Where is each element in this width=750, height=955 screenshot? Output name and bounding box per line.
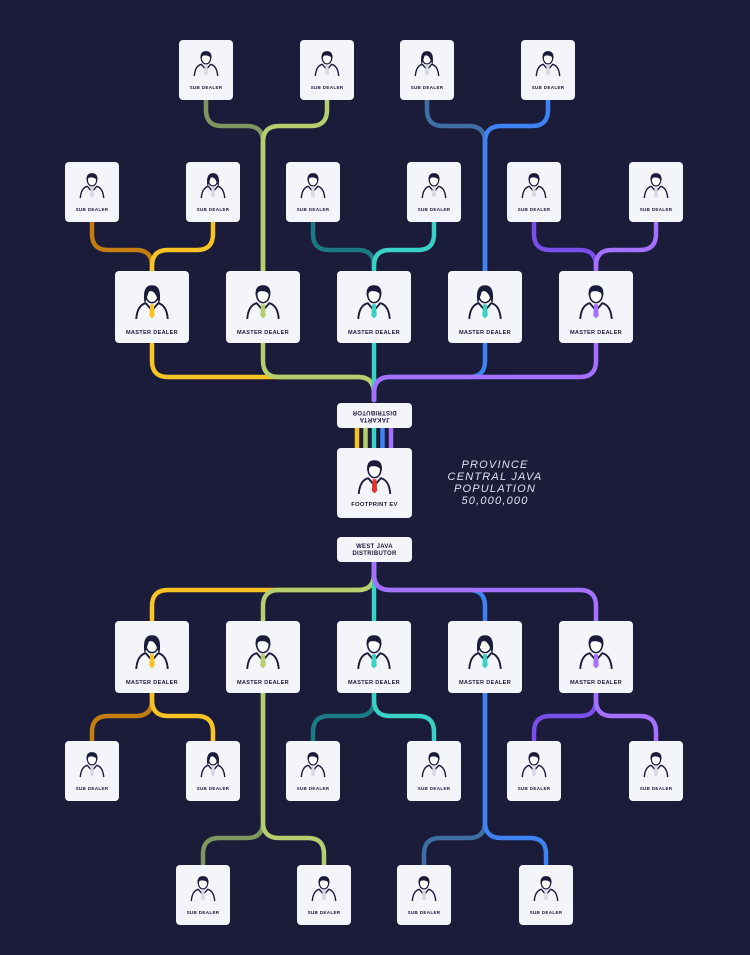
person-avatar-icon <box>535 51 561 77</box>
branch-line <box>149 690 216 744</box>
person-avatar-icon <box>193 51 219 77</box>
sub-dealer-label: SUB DEALER <box>418 207 451 212</box>
west-java-label-line1: WEST JAVA <box>356 544 393 550</box>
trunk-line <box>371 340 599 403</box>
person-avatar-icon <box>468 285 502 319</box>
west-java-label-line2: DISTRIBUTOR <box>352 551 397 557</box>
master-dealer-label: MASTER DEALER <box>237 330 289 336</box>
trunk-line <box>371 559 599 624</box>
branch-line <box>531 690 599 744</box>
master-dealer-label: MASTER DEALER <box>570 680 622 686</box>
sub-dealer-label: SUB DEALER <box>530 910 563 915</box>
master-dealer-label: MASTER DEALER <box>459 680 511 686</box>
province-label: PROVINCE <box>461 459 529 471</box>
person-avatar-icon <box>533 876 559 902</box>
master-dealer-label: MASTER DEALER <box>126 680 178 686</box>
branch-line <box>371 690 437 744</box>
branch-line <box>89 219 155 274</box>
connector-lines <box>89 97 659 868</box>
branch-line <box>89 690 155 744</box>
west-java-distributor-card <box>337 537 412 562</box>
population-value: 50,000,000 <box>461 495 529 507</box>
branch-line <box>260 97 330 274</box>
person-avatar-icon <box>300 752 326 778</box>
master-dealer-label: MASTER DEALER <box>348 330 400 336</box>
person-avatar-icon <box>357 635 391 669</box>
trunk-line <box>371 340 488 403</box>
branch-line <box>149 219 216 274</box>
sub-dealer-label: SUB DEALER <box>76 786 109 791</box>
branch-line <box>371 219 437 274</box>
branch-line <box>482 690 549 868</box>
person-avatar-icon <box>200 173 226 199</box>
branch-line <box>260 690 327 868</box>
sub-dealer-label: SUB DEALER <box>532 85 565 90</box>
sub-dealer-label: SUB DEALER <box>411 85 444 90</box>
person-avatar-icon <box>414 51 440 77</box>
person-avatar-icon <box>79 752 105 778</box>
person-avatar-icon <box>314 51 340 77</box>
sub-dealer-label: SUB DEALER <box>197 786 230 791</box>
master-dealer-label: MASTER DEALER <box>348 680 400 686</box>
branch-line <box>593 219 659 274</box>
sub-dealer-label: SUB DEALER <box>308 910 341 915</box>
sub-dealer-label: SUB DEALER <box>297 207 330 212</box>
master-dealer-label: MASTER DEALER <box>459 330 511 336</box>
node-cards: SUB DEALER SUB DEALER SUB DEALER SUB DEALER… <box>65 40 683 925</box>
person-avatar-icon <box>411 876 437 902</box>
master-dealer-label: MASTER DEALER <box>237 680 289 686</box>
jakarta-distributor-card <box>337 403 412 428</box>
sub-dealer-label: SUB DEALER <box>640 207 673 212</box>
master-dealer-label: MASTER DEALER <box>126 330 178 336</box>
person-avatar-icon <box>643 752 669 778</box>
jakarta-distributor-label: JAKARTADISTRIBUTOR <box>352 409 397 422</box>
branch-line <box>593 690 659 744</box>
person-avatar-icon <box>357 460 392 494</box>
sub-dealer-label: SUB DEALER <box>418 786 451 791</box>
person-avatar-icon <box>135 635 169 669</box>
population-label: POPULATION <box>453 483 537 495</box>
province-name: CENTRAL JAVA <box>447 471 543 483</box>
branch-line <box>531 219 599 274</box>
trunk-line <box>260 559 377 624</box>
sub-dealer-label: SUB DEALER <box>408 910 441 915</box>
person-avatar-icon <box>190 876 216 902</box>
person-avatar-icon <box>200 752 226 778</box>
branch-line <box>310 690 377 744</box>
footprint-ev-label: FOOTPRINT EV <box>351 502 397 508</box>
branch-line <box>482 97 551 274</box>
sub-dealer-label: SUB DEALER <box>297 786 330 791</box>
trunk-line <box>260 340 377 403</box>
person-avatar-icon <box>421 173 447 199</box>
person-avatar-icon <box>300 173 326 199</box>
branch-line <box>310 219 377 274</box>
sub-dealer-label: SUB DEALER <box>518 207 551 212</box>
sub-dealer-label: SUB DEALER <box>311 85 344 90</box>
person-avatar-icon <box>521 752 547 778</box>
sub-dealer-label: SUB DEALER <box>187 910 220 915</box>
sub-dealer-label: SUB DEALER <box>190 85 223 90</box>
person-avatar-icon <box>421 752 447 778</box>
sub-dealer-label: SUB DEALER <box>197 207 230 212</box>
person-avatar-icon <box>643 173 669 199</box>
person-avatar-icon <box>79 173 105 199</box>
sub-dealer-label: SUB DEALER <box>640 786 673 791</box>
person-avatar-icon <box>468 635 502 669</box>
sub-dealer-label: SUB DEALER <box>518 786 551 791</box>
person-avatar-icon <box>311 876 337 902</box>
person-avatar-icon <box>579 635 613 669</box>
person-avatar-icon <box>579 285 613 319</box>
master-dealer-label: MASTER DEALER <box>570 330 622 336</box>
person-avatar-icon <box>135 285 169 319</box>
person-avatar-icon <box>357 285 391 319</box>
sub-dealer-label: SUB DEALER <box>76 207 109 212</box>
person-avatar-icon <box>246 635 280 669</box>
province-info: PROVINCE CENTRAL JAVA POPULATION 50,000,… <box>430 459 560 507</box>
person-avatar-icon <box>521 173 547 199</box>
person-avatar-icon <box>246 285 280 319</box>
